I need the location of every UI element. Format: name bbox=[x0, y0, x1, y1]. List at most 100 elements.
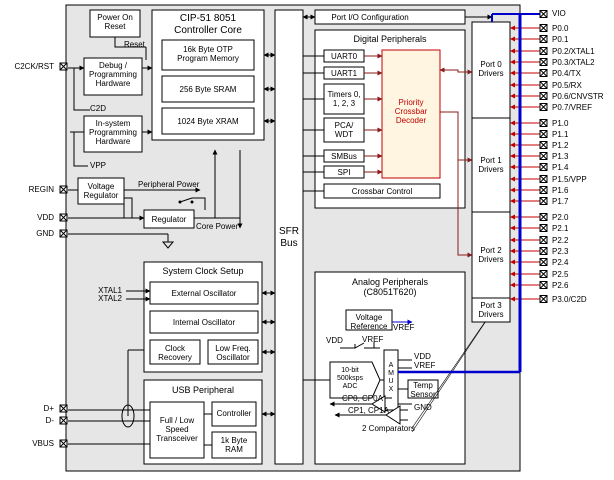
pin-arrow bbox=[510, 259, 515, 265]
vio-junction bbox=[518, 283, 522, 287]
port1-drivers-block bbox=[471, 117, 511, 213]
pin-marker-x bbox=[539, 258, 548, 266]
pin-arrow bbox=[510, 59, 515, 65]
pin-marker-x bbox=[539, 295, 548, 303]
vio-junction bbox=[518, 26, 522, 30]
pin-p2-3: P2.3 bbox=[552, 246, 569, 256]
xram-label: 1024 Byte XRAM bbox=[177, 117, 239, 126]
pin-arrow bbox=[510, 36, 515, 42]
adc-shape bbox=[329, 361, 381, 399]
vref-out-label: VREF bbox=[393, 323, 415, 332]
pin-vdd: VDD bbox=[37, 213, 54, 222]
pin-p1-5-vpp: P1.5/VPP bbox=[552, 174, 587, 184]
vio-junction bbox=[518, 37, 522, 41]
pin-arrow bbox=[510, 93, 515, 99]
pin-p0-5-rx: P0.5/RX bbox=[552, 80, 582, 90]
analog-peripherals-title: Analog Peripherals(C8051T620) bbox=[351, 277, 429, 297]
pin-arrow bbox=[510, 70, 515, 76]
vio-junction bbox=[518, 238, 522, 242]
pin-p0-4-tx: P0.4/TX bbox=[552, 68, 581, 78]
pin-arrow bbox=[510, 214, 515, 220]
pin-arrow bbox=[510, 271, 515, 277]
pin-p1-7: P1.7 bbox=[552, 196, 569, 206]
sfr-bus-block bbox=[274, 9, 304, 465]
pin-p1-4: P1.4 bbox=[552, 162, 569, 172]
amux-vref-label: VREF bbox=[414, 361, 436, 370]
pin-marker-x bbox=[539, 103, 548, 111]
pin-marker-x bbox=[539, 24, 548, 32]
digital-peripherals-title: Digital Peripherals bbox=[353, 34, 427, 44]
lowfreq-osc-block bbox=[207, 339, 259, 365]
usb-controller-label: Controller bbox=[216, 409, 252, 418]
comparators-label: 2 Comparators bbox=[362, 424, 415, 433]
vdd-in-label: VDD bbox=[326, 336, 343, 345]
pin-marker-x bbox=[539, 152, 548, 160]
pin-marker-x bbox=[539, 69, 548, 77]
pin-p0-6-cnvstr: P0.6/CNVSTR bbox=[552, 91, 604, 101]
c2d-label: C2D bbox=[90, 104, 107, 113]
vio-junction bbox=[518, 199, 522, 203]
pin-xtal2: XTAL2 bbox=[98, 294, 122, 303]
vio-junction bbox=[518, 132, 522, 136]
vref-block bbox=[345, 309, 393, 331]
pin-marker-x bbox=[539, 81, 548, 89]
pin-p0-7-vref: P0.7/VREF bbox=[552, 102, 593, 112]
uart1-label: UART1 bbox=[330, 69, 358, 78]
internal-osc-block bbox=[149, 310, 259, 334]
external-osc-label: External Oscillator bbox=[171, 289, 237, 298]
vio-junction bbox=[518, 249, 522, 253]
pin-marker-x bbox=[539, 213, 548, 221]
vio-junction bbox=[518, 83, 522, 87]
pin-arrow bbox=[510, 25, 515, 31]
reset-signal-label: Reset bbox=[124, 40, 145, 49]
pin-p2-0: P2.0 bbox=[552, 212, 569, 222]
pin-arrow bbox=[510, 82, 515, 88]
comparator-0 bbox=[371, 395, 386, 413]
vio-junction bbox=[518, 297, 522, 301]
pin-marker-x bbox=[539, 270, 548, 278]
crossbar-block bbox=[381, 49, 441, 179]
vio-junction bbox=[518, 215, 522, 219]
pin-marker-x bbox=[539, 119, 548, 127]
sram-label: 256 Byte SRAM bbox=[179, 85, 237, 94]
pin-xtal1: XTAL1 bbox=[98, 286, 122, 295]
xram-block bbox=[161, 107, 255, 135]
pin-regin: REGIN bbox=[28, 185, 54, 194]
vio-junction bbox=[518, 71, 522, 75]
core-power-label: Core Power bbox=[196, 222, 239, 231]
pin-arrow bbox=[510, 237, 515, 243]
pin-arrow bbox=[510, 120, 515, 126]
pin-arrow bbox=[510, 104, 515, 110]
pin-gnd: GND bbox=[36, 229, 54, 238]
pin-p1-2: P1.2 bbox=[552, 140, 569, 150]
internal-osc-label: Internal Oscillator bbox=[172, 318, 236, 327]
regulator-label: Regulator bbox=[151, 215, 187, 224]
pin-marker-x bbox=[539, 236, 548, 244]
pca-label: PCA/WDT bbox=[334, 121, 354, 139]
pin-c2ck-rst: C2CK/RST bbox=[14, 62, 54, 71]
pin-p1-0: P1.0 bbox=[552, 118, 569, 128]
isp-hw-block bbox=[83, 115, 143, 153]
right-pin-markers bbox=[510, 10, 548, 303]
vio-junction bbox=[518, 226, 522, 230]
pin-marker-x bbox=[539, 35, 548, 43]
pin-vbus: VBUS bbox=[32, 439, 54, 448]
port3-drivers-block bbox=[471, 297, 511, 323]
pin-marker-x bbox=[539, 163, 548, 171]
pin-marker-x bbox=[539, 58, 548, 66]
pin-arrow bbox=[510, 48, 515, 54]
pin-arrow bbox=[510, 142, 515, 148]
spi-label: SPI bbox=[337, 168, 351, 177]
usb-controller-block bbox=[211, 401, 257, 427]
